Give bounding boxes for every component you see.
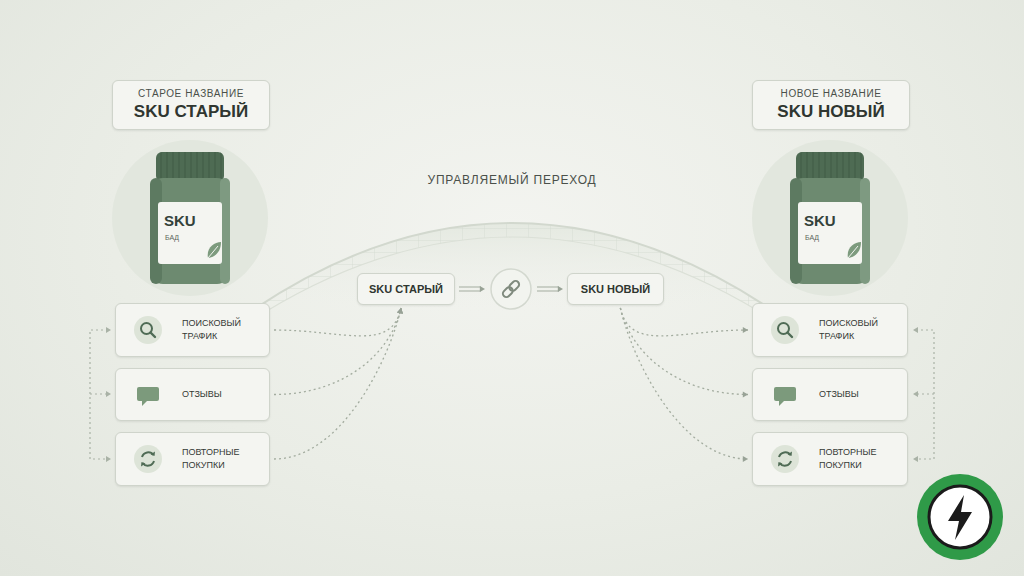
flow-connector [620,308,748,398]
title-name: SKU СТАРЫЙ [134,102,248,122]
flow-connector [274,308,403,459]
bottle-label: SKU [804,212,854,229]
sku-box: SKU НОВЫЙ [567,273,664,305]
metric-box: ОТЗЫВЫ [752,368,908,421]
arrow-head [558,286,563,292]
chat-icon [134,381,162,409]
chat-icon [771,381,799,409]
flow-connector [274,308,403,336]
search-icon [771,316,799,344]
arrow-head [397,308,403,314]
bridge-grid [240,200,785,315]
flow-connector [620,308,748,462]
bottle-old [112,140,268,296]
metric-box: ПОИСКОВЫЙ ТРАФИК [115,303,270,357]
title-caption: СТАРОЕ НАЗВАНИЕ [138,88,244,99]
arrow-head [397,308,403,314]
connector-line [274,308,401,459]
connector-line [620,308,748,336]
metric-box: ПОИСКОВЫЙ ТРАФИК [752,303,908,357]
metric-name: ПОВТОРНЫЕ ПОКУПКИ [182,446,252,471]
bottle-sublabel: БАД [165,234,205,241]
arrow-head [743,327,748,333]
link-circle [491,269,531,309]
title-box: СТАРОЕ НАЗВАНИЕ SKU СТАРЫЙ [112,80,270,130]
chain-link [501,286,514,299]
bridge-arc [265,237,760,312]
bottle-label: SKU [164,212,214,229]
metric-name: ПОВТОРНЫЕ ПОКУПКИ [819,446,889,471]
brand-logo [917,474,1003,560]
metric-box: ПОВТОРНЫЕ ПОКУПКИ [115,432,270,486]
section-caption: УПРАВЛЯЕМЫЙ ПЕРЕХОД [312,173,712,187]
arrow-head [397,308,403,314]
bottle-new [752,140,908,296]
metric-box: ПОВТОРНЫЕ ПОКУПКИ [752,432,908,486]
sku-name: SKU СТАРЫЙ [369,283,443,295]
title-box: НОВОЕ НАЗВАНИЕ SKU НОВЫЙ [752,80,910,130]
arrow-head [480,286,485,292]
search-icon [134,316,162,344]
repeat-icon [134,445,162,473]
link-icon [491,269,531,309]
metric-name: ОТЗЫВЫ [819,388,859,401]
connector-line [274,308,401,395]
title-name: SKU НОВЫЙ [777,102,884,122]
connector-line [620,308,748,395]
metric-box: ОТЗЫВЫ [115,368,270,421]
title-caption: НОВОЕ НАЗВАНИЕ [781,88,882,99]
sku-name: SKU НОВЫЙ [581,283,650,295]
repeat-icon [771,445,799,473]
sku-box: SKU СТАРЫЙ [357,273,455,305]
flow-connector [274,308,403,395]
metric-name: ПОИСКОВЫЙ ТРАФИК [182,317,252,342]
arrow-head [743,391,748,397]
bottle-sublabel: БАД [805,234,845,241]
arrow-head [743,456,748,462]
connector-line [537,287,559,291]
connector-line [459,287,481,291]
connector-line [620,308,748,459]
flow-connector [620,308,748,336]
chain-link [508,279,521,292]
connector-line [274,308,401,336]
metric-name: ОТЗЫВЫ [182,388,222,401]
metric-name: ПОИСКОВЫЙ ТРАФИК [819,317,889,342]
bridge-arc [250,223,775,312]
